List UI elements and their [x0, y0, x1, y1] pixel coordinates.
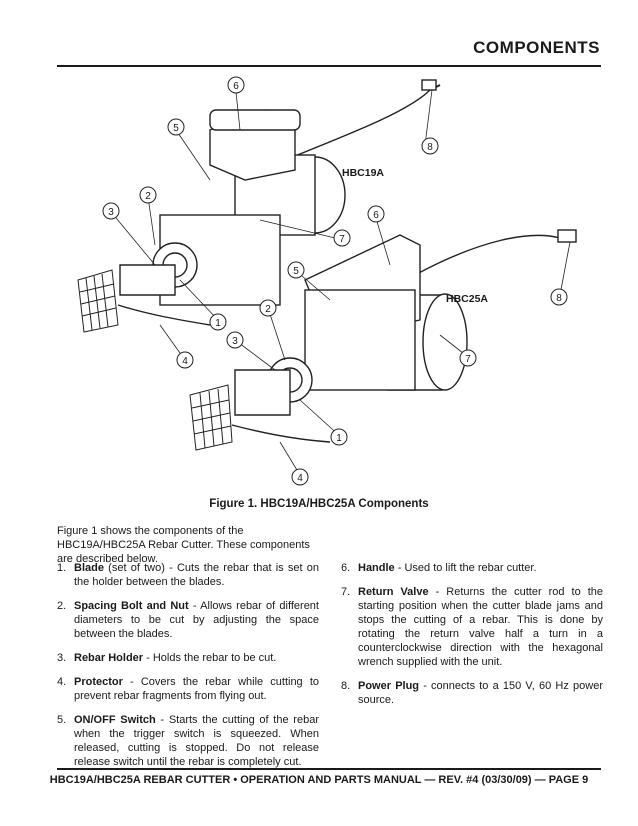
components-list-right: 6. Handle - Used to lift the rebar cutter…	[341, 561, 603, 717]
component-item: 2. Spacing Bolt and Nut - Allows rebar of…	[57, 599, 319, 641]
components-illustration: 6 5 8 2 3 6 7 5 1 2 3 4 8 7 1 4 HBC19A H…	[77, 76, 577, 486]
component-description: - connects to a 150 V, 60 Hz power sourc…	[358, 680, 603, 706]
callout-number: 1	[215, 318, 221, 329]
component-item: 8. Power Plug - connects to a 150 V, 60 H…	[341, 679, 603, 707]
component-number: 2.	[57, 600, 67, 612]
component-number: 6.	[341, 562, 351, 574]
callout-number: 4	[297, 473, 303, 484]
component-description: - Allows rebar of different diameters to…	[74, 600, 319, 640]
callout-number: 3	[108, 207, 114, 218]
component-number: 8.	[341, 680, 351, 692]
page-footer: HBC19A/HBC25A REBAR CUTTER • OPERATION A…	[49, 774, 589, 786]
intro-paragraph: Figure 1 shows the components of the HBC…	[57, 525, 310, 565]
callout-number: 6	[373, 210, 379, 221]
component-name: Protector	[74, 676, 123, 688]
component-description: (set of two) - Cuts the rebar that is se…	[74, 562, 319, 588]
component-number: 5.	[57, 714, 67, 726]
callout-number: 5	[293, 266, 299, 277]
callout-number: 2	[145, 191, 151, 202]
callout-number: 2	[265, 304, 271, 315]
component-item: 4. Protector - Covers the rebar while cut…	[57, 675, 319, 703]
component-name: Spacing Bolt and Nut	[74, 600, 189, 612]
callout-number: 7	[465, 354, 471, 365]
header-rule	[57, 65, 601, 67]
component-item: 3. Rebar Holder - Holds the rebar to be c…	[57, 651, 319, 665]
callout-number: 1	[336, 433, 342, 444]
callout-number: 7	[339, 234, 345, 245]
callout-number: 8	[556, 293, 562, 304]
callout-number: 3	[232, 336, 238, 347]
component-item: 1. Blade (set of two) - Cuts the rebar th…	[57, 561, 319, 589]
hbc19a-cutter-drawing	[77, 79, 441, 333]
callout-number: 4	[182, 356, 188, 367]
component-description: - Holds the rebar to be cut.	[143, 652, 277, 664]
component-number: 4.	[57, 676, 67, 688]
callout-number: 6	[233, 81, 239, 92]
component-number: 1.	[57, 562, 67, 574]
model-label-hbc19a: HBC19A	[342, 167, 384, 179]
component-description: - Returns the cutter rod to the starting…	[358, 586, 603, 668]
component-name: Return Valve	[358, 586, 429, 598]
component-number: 7.	[341, 586, 351, 598]
component-description: - Used to lift the rebar cutter.	[394, 562, 537, 574]
callout-number: 5	[173, 123, 179, 134]
component-description: - Starts the cutting of the rebar when t…	[74, 714, 319, 768]
component-name: Handle	[358, 562, 395, 574]
model-label-hbc25a: HBC25A	[446, 293, 488, 305]
component-number: 3.	[57, 652, 67, 664]
component-name: Power Plug	[358, 680, 420, 692]
component-item: 6. Handle - Used to lift the rebar cutter…	[341, 561, 603, 575]
component-name: Rebar Holder	[74, 652, 144, 664]
components-list-left: 1. Blade (set of two) - Cuts the rebar th…	[57, 561, 319, 779]
page-section-title: COMPONENTS	[473, 38, 600, 57]
component-name: ON/OFF Switch	[74, 714, 156, 726]
footer-rule	[57, 768, 601, 770]
figure-caption: Figure 1. HBC19A/HBC25A Components	[209, 498, 429, 510]
callout-number: 8	[427, 142, 433, 153]
component-name: Blade	[74, 562, 104, 574]
component-item: 5. ON/OFF Switch - Starts the cutting of …	[57, 713, 319, 769]
component-description: - Covers the rebar while cutting to prev…	[74, 676, 319, 702]
component-item: 7. Return Valve - Returns the cutter rod …	[341, 585, 603, 669]
hbc25a-cutter-drawing	[189, 229, 577, 451]
